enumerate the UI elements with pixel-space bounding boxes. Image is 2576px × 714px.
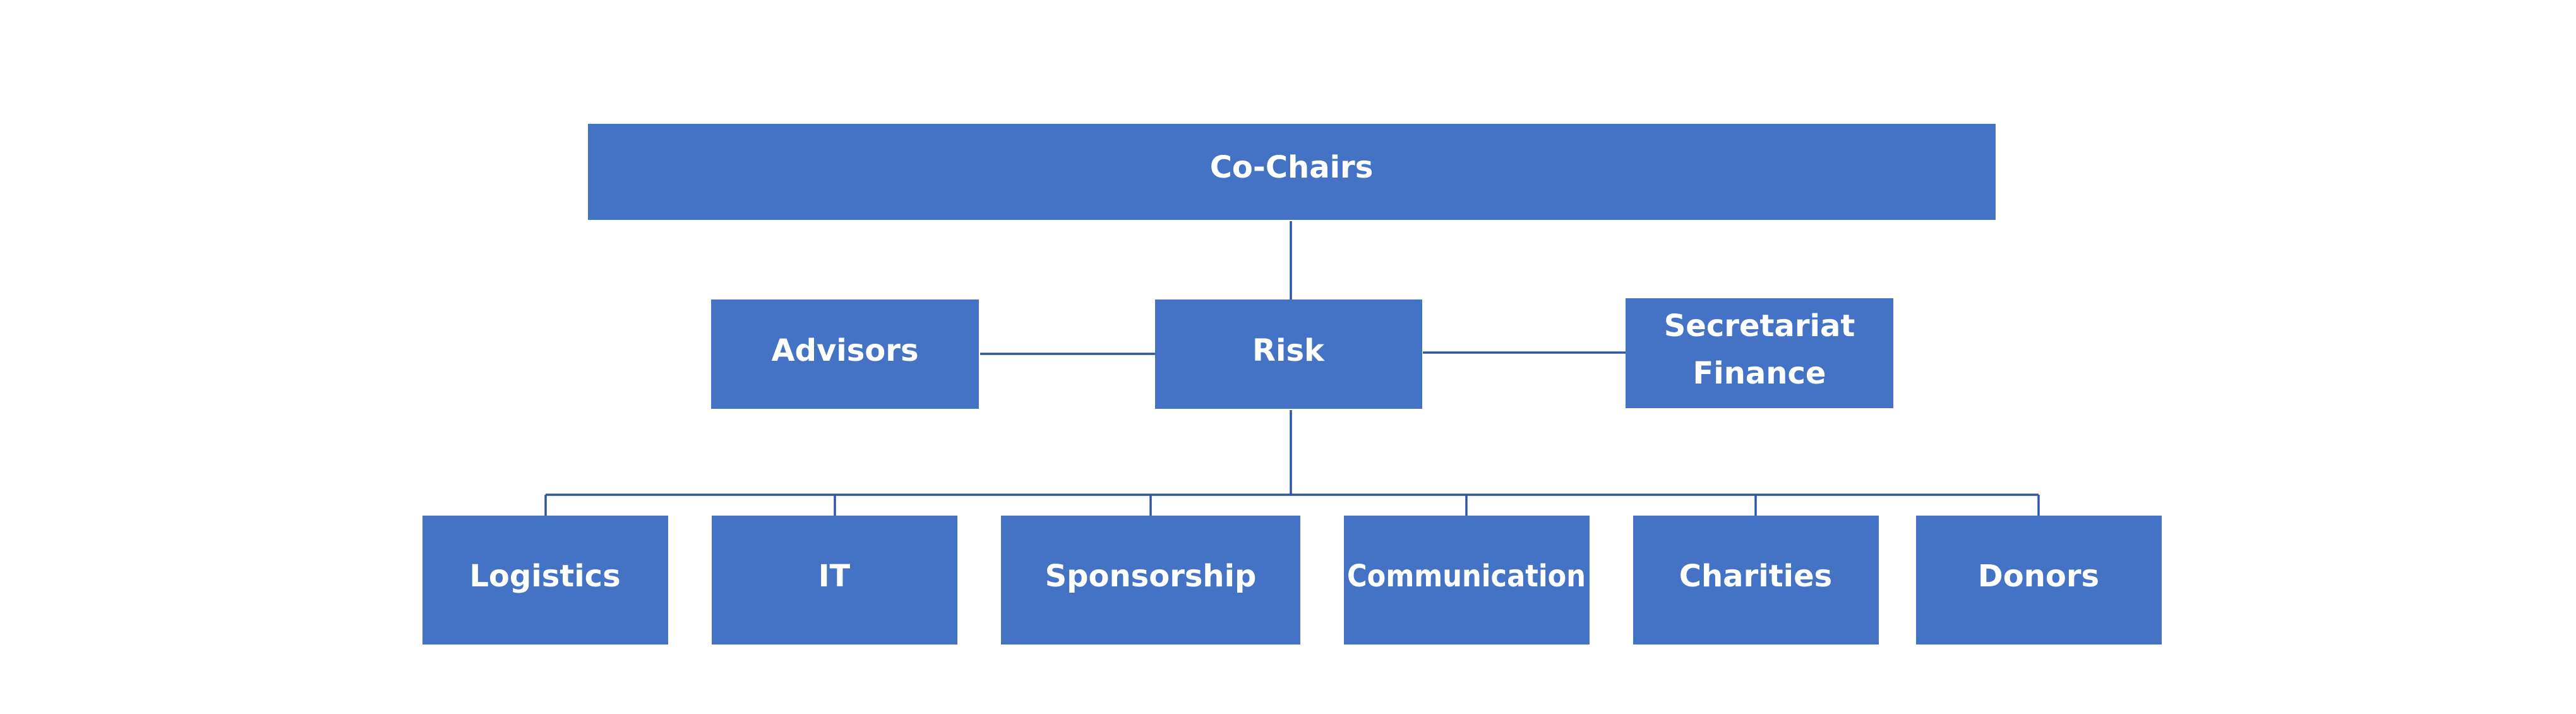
node-co-chairs-box	[588, 124, 1996, 220]
node-sponsorship-label: Sponsorship	[1045, 559, 1257, 594]
node-sponsorship: Sponsorship	[1001, 516, 1300, 644]
node-advisors-box	[711, 300, 979, 409]
node-donors-label: Donors	[1978, 559, 2099, 594]
node-secretariat-finance-box	[1626, 298, 1893, 408]
node-communication-box	[1344, 516, 1590, 644]
node-communication: Communication	[1344, 516, 1590, 644]
node-risk: Risk	[1155, 300, 1422, 409]
connectors	[544, 221, 2040, 516]
node-advisors: Advisors	[711, 300, 979, 409]
node-secretariat-label: Secretariat	[1664, 308, 1855, 344]
node-co-chairs: Co-Chairs	[588, 124, 1996, 220]
node-advisors-label: Advisors	[771, 333, 918, 368]
node-finance-label: Finance	[1693, 356, 1826, 391]
node-co-chairs-label: Co-Chairs	[1210, 150, 1374, 185]
node-logistics: Logistics	[422, 516, 668, 644]
node-communication-label: Communication	[1347, 559, 1586, 594]
node-it: IT	[712, 516, 957, 644]
node-it-box	[712, 516, 957, 644]
node-risk-label: Risk	[1252, 333, 1325, 368]
node-charities-label: Charities	[1679, 559, 1832, 594]
node-donors: Donors	[1916, 516, 2162, 644]
node-secretariat-finance: Secretariat Finance	[1626, 298, 1893, 408]
node-logistics-box	[422, 516, 668, 644]
node-charities: Charities	[1633, 516, 1879, 644]
node-it-label: IT	[818, 559, 851, 594]
node-charities-box	[1633, 516, 1879, 644]
node-risk-box	[1155, 300, 1422, 409]
node-logistics-label: Logistics	[469, 559, 620, 594]
node-donors-box	[1916, 516, 2162, 644]
node-sponsorship-box	[1001, 516, 1300, 644]
